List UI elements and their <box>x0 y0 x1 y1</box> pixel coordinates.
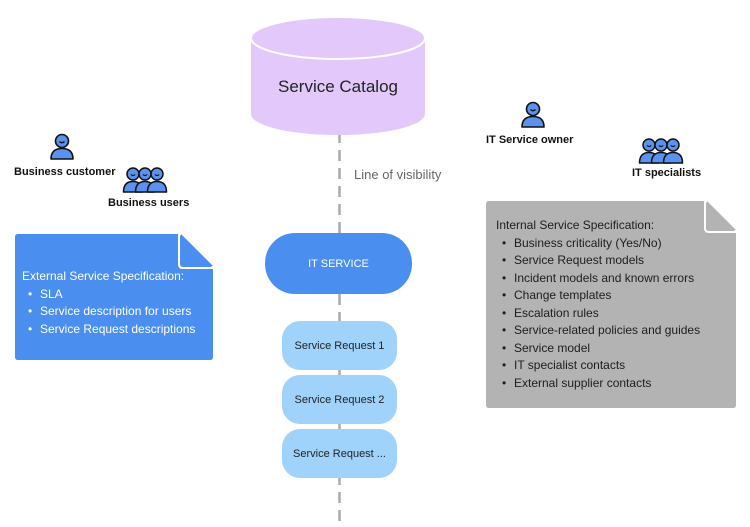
internal-spec-item: IT specialist contacts <box>502 357 700 375</box>
internal-spec-item: Business criticality (Yes/No) <box>502 235 700 253</box>
internal-spec-item: External supplier contacts <box>502 375 700 393</box>
business-customer-icon <box>50 133 74 160</box>
it-service-label: IT SERVICE <box>308 257 369 270</box>
external-spec-title: External Service Specification: <box>22 269 185 283</box>
it-specialists-icon <box>638 138 684 164</box>
internal-spec-item: Service model <box>502 340 700 358</box>
external-spec-item: Service description for users <box>28 303 195 321</box>
service-catalog-cylinder <box>250 16 426 135</box>
internal-spec-content: Internal Service Specification: Business… <box>496 217 700 392</box>
internal-spec-item: Service-related policies and guides <box>502 322 700 340</box>
service-request-node: Service Request 1 <box>282 321 397 370</box>
business-users-label: Business users <box>108 197 190 209</box>
it-service-owner-label: IT Service owner <box>486 134 574 146</box>
business-customer-label: Business customer <box>14 166 116 178</box>
internal-spec-item: Change templates <box>502 287 700 305</box>
line-of-visibility-label: Line of visibility <box>354 167 442 182</box>
internal-spec-item: Service Request models <box>502 252 700 270</box>
external-spec-item: Service Request descriptions <box>28 321 195 339</box>
service-request-node: Service Request 2 <box>282 375 397 424</box>
service-request-label: Service Request 1 <box>294 339 385 352</box>
it-service-node: IT SERVICE <box>265 233 412 294</box>
external-spec-content: External Service Specification: SLA Serv… <box>22 268 195 338</box>
service-request-node: Service Request ... <box>282 429 397 478</box>
external-spec-list: SLA Service description for users Servic… <box>22 286 195 339</box>
business-users-icon <box>122 167 168 193</box>
service-request-label: Service Request 2 <box>294 393 385 406</box>
internal-spec-title: Internal Service Specification: <box>496 218 655 232</box>
service-request-label: Service Request ... <box>293 447 386 460</box>
service-catalog-label: Service Catalog <box>277 77 398 96</box>
internal-spec-item: Escalation rules <box>502 305 700 323</box>
internal-spec-list: Business criticality (Yes/No) Service Re… <box>496 235 700 393</box>
internal-spec-item: Incident models and known errors <box>502 270 700 288</box>
it-service-owner-icon <box>521 101 545 128</box>
external-spec-item: SLA <box>28 286 195 304</box>
it-specialists-label: IT specialists <box>632 167 702 179</box>
